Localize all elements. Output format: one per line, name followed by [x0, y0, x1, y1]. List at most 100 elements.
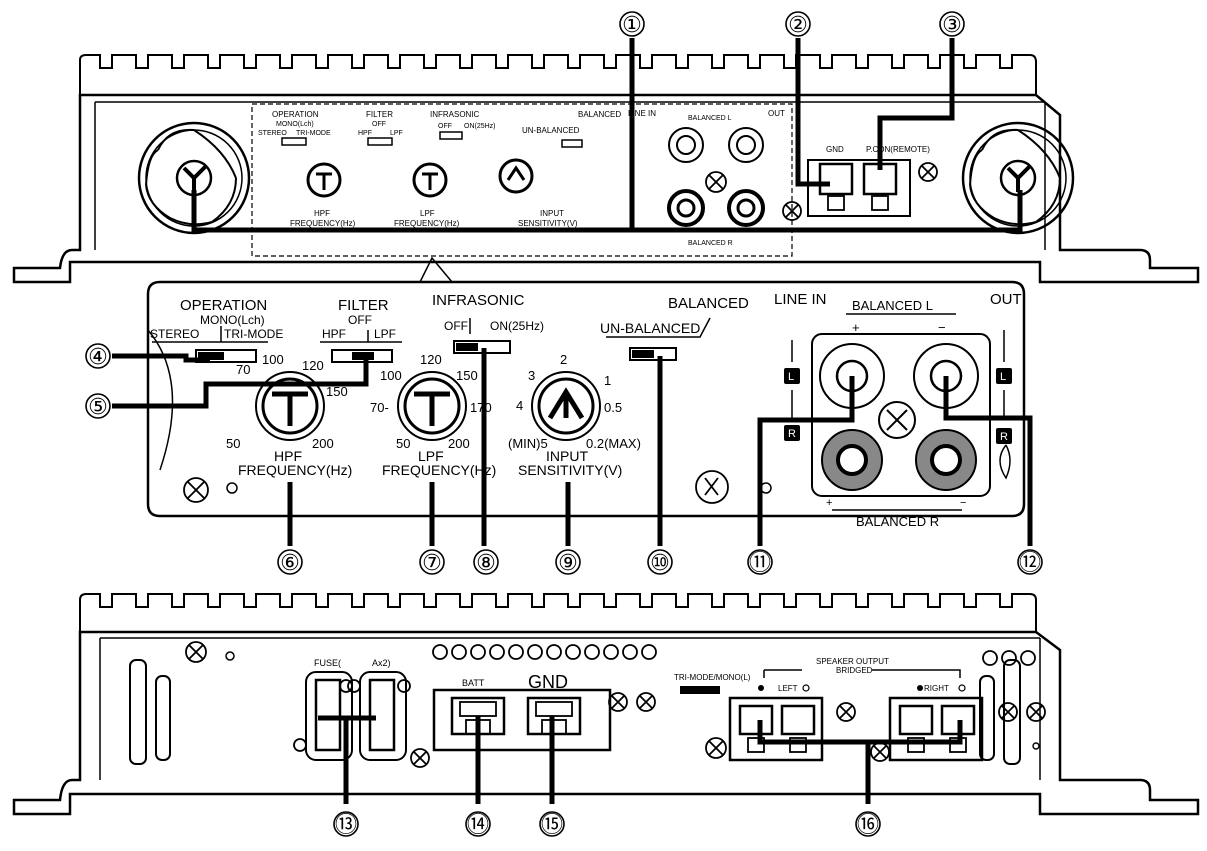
top-operation-switch[interactable] — [281, 137, 307, 146]
top-gnd-terminal[interactable] — [818, 162, 854, 196]
unbalanced-label: UN-BALANCED — [600, 320, 700, 336]
callout-5: ⑤ — [85, 393, 111, 420]
top-hpf-knob[interactable] — [306, 162, 342, 198]
speaker-output-label: SPEAKER OUTPUT — [816, 657, 889, 666]
lpf-tick-200: 200 — [448, 436, 470, 451]
top-power-terminal-block — [807, 159, 911, 217]
svg-text:⑫: ⑫ — [1019, 551, 1041, 576]
filter-switch[interactable] — [331, 349, 393, 363]
svg-text:⑮: ⑮ — [541, 813, 563, 838]
sensitivity-label: SENSITIVITY(V) — [518, 462, 622, 478]
trimode-mono-indicator — [680, 686, 720, 694]
top-heatsink-fins — [79, 54, 1037, 95]
bottom-screw-e-icon — [836, 702, 856, 722]
top-rca-l-plus[interactable] — [668, 127, 704, 163]
svg-text:⑭: ⑭ — [467, 813, 489, 838]
svg-text:R: R — [788, 428, 796, 440]
top-filter-switch[interactable] — [367, 137, 393, 146]
hpf-frequency-label: FREQUENCY(Hz) — [238, 462, 352, 478]
bal-r-minus: − — [960, 497, 966, 509]
bottom-screw-f-icon — [870, 742, 890, 762]
left-label: LEFT — [778, 684, 798, 693]
left-vent-outer — [129, 659, 147, 765]
right-vent-inner — [979, 675, 995, 761]
fuse-rating-label: Ax2) — [372, 658, 391, 668]
top-rca-r-plus[interactable] — [667, 189, 705, 227]
top-rca-r-minus[interactable] — [727, 189, 765, 227]
top-balanced-l-label: BALANCED L — [688, 115, 732, 122]
callout-1: ① — [619, 11, 645, 38]
batt-label: BATT — [462, 678, 485, 688]
top-lpf-knob[interactable] — [412, 162, 448, 198]
top-balance-switch[interactable] — [561, 139, 583, 148]
top-body-outline — [12, 93, 1200, 284]
right-speaker-terminal-block — [888, 696, 984, 762]
svg-text:R: R — [1000, 431, 1008, 443]
top-sens-knob[interactable] — [498, 158, 534, 194]
hpf-tick-100: 100 — [262, 352, 284, 367]
callout-4: ④ — [85, 343, 111, 370]
sens-tick-min: (MIN)5 — [508, 436, 548, 451]
callout-8: ⑧ — [473, 549, 499, 576]
rca-input-block — [811, 333, 991, 497]
detail-screw-mid-icon — [695, 470, 729, 504]
sens-tick-2: 2 — [560, 352, 567, 367]
lpf-tick-50: 50 — [396, 436, 410, 451]
top-infrasonic-switch[interactable] — [439, 131, 463, 140]
operation-switch[interactable] — [195, 349, 257, 363]
hpf-tick-120: 120 — [302, 358, 324, 373]
top-operation-label: OPERATION — [272, 110, 319, 119]
sens-tick-05: 0.5 — [604, 400, 622, 415]
bottom-screw-tl-icon — [185, 641, 207, 663]
left-fan-icon — [137, 121, 251, 235]
callout-9: ⑨ — [555, 549, 581, 576]
right-vent-outer — [1003, 659, 1021, 765]
left-speaker-plus-terminal[interactable] — [738, 704, 774, 753]
bal-l-plus: + — [852, 320, 860, 335]
lpf-knob[interactable] — [397, 371, 467, 441]
top-line-in-label: LINE IN — [628, 109, 656, 118]
balance-switch[interactable] — [629, 347, 677, 361]
hpf-tick-70: 70 — [236, 362, 250, 377]
detail-leader-lines — [112, 348, 1033, 546]
callout-13: ⑬ — [333, 811, 359, 838]
lpf-tick-120: 120 — [420, 352, 442, 367]
svg-text:⑦: ⑦ — [422, 551, 442, 576]
l-input-badge — [784, 368, 800, 384]
lpf-tick-70: 70- — [370, 400, 389, 415]
hpf-knob[interactable] — [255, 371, 325, 441]
left-speaker-minus-terminal[interactable] — [780, 704, 816, 753]
right-fan-icon — [961, 121, 1075, 235]
filter-off-label: OFF — [348, 313, 372, 327]
callout-16: ⑯ — [855, 811, 881, 838]
bottom-screw-h-icon — [1026, 702, 1046, 722]
filter-label: FILTER — [338, 297, 389, 314]
svg-text:①: ① — [622, 13, 642, 38]
hpf-switch-label: HPF — [322, 327, 346, 341]
top-control-area — [251, 103, 793, 257]
svg-text:③: ③ — [942, 13, 962, 38]
bottom-heatsink-fins — [79, 593, 1037, 632]
callout-7: ⑦ — [419, 549, 445, 576]
input-label: INPUT — [546, 448, 588, 464]
svg-text:⑬: ⑬ — [335, 813, 357, 838]
detail-panel-outline — [146, 280, 1026, 518]
out-label: OUT — [990, 291, 1022, 308]
top-rca-l-minus[interactable] — [728, 127, 764, 163]
trimode-mono-label: TRI-MODE/MONO(L) — [674, 673, 751, 682]
sensitivity-knob[interactable] — [531, 371, 601, 441]
right-speaker-plus-terminal[interactable] — [898, 704, 934, 753]
top-stereo-label: STEREO — [258, 130, 287, 137]
fuse-label: FUSE( — [314, 658, 341, 668]
svg-text:⑯: ⑯ — [857, 813, 879, 838]
svg-text:L: L — [788, 371, 794, 383]
lpf-tick-100: 100 — [380, 368, 402, 383]
mono-label: MONO(Lch) — [200, 313, 265, 327]
detail-screw-left-icon — [183, 477, 209, 503]
inf-on-label: ON(25Hz) — [490, 319, 544, 333]
top-mono-label: MONO(Lch) — [276, 121, 314, 128]
callout-12: ⑫ — [1017, 549, 1043, 576]
callout-6: ⑥ — [277, 549, 303, 576]
hpf-tick-150: 150 — [326, 384, 348, 399]
